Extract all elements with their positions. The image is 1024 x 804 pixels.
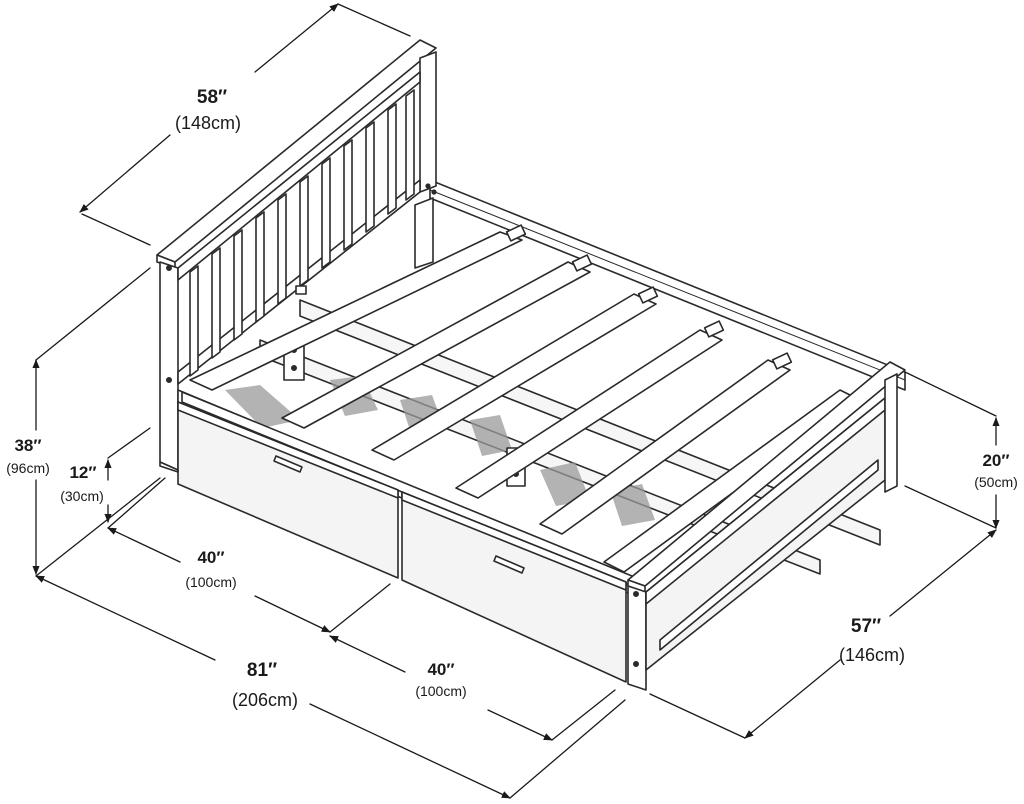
footboard [627, 361, 906, 691]
drawers [177, 401, 627, 683]
bed-frame [156, 39, 906, 691]
headboard [156, 39, 437, 471]
slat-3 [371, 293, 657, 461]
headboard-width-imperial: 58″ [196, 87, 228, 108]
footboard-height-imperial: 20″ [982, 451, 1010, 470]
slat-2 [281, 261, 591, 429]
footboard-height-metric: (50cm) [974, 474, 1018, 490]
overall-width-metric: (146cm) [838, 645, 906, 665]
slat-1 [189, 231, 523, 391]
overall-width-imperial: 57″ [850, 616, 882, 637]
drawer-right-width-metric: (100cm) [415, 683, 467, 699]
drawer-right [401, 491, 627, 683]
drawer-left-handle [273, 455, 303, 473]
drawer-right-handle [493, 555, 525, 574]
headboard-spindles [189, 89, 415, 377]
drawer-right-width-imperial: 40″ [427, 660, 455, 679]
headboard-height-metric: (96cm) [6, 460, 50, 476]
bed-slats [189, 224, 861, 573]
slat-5 [539, 359, 791, 535]
headboard-height-imperial: 38″ [14, 436, 42, 455]
slat-4 [455, 329, 723, 499]
drawer-left-width-imperial: 40″ [197, 548, 225, 567]
dimension-lines [32, 3, 1000, 799]
headboard-near-leg [159, 461, 179, 473]
headboard-far-leg [414, 197, 434, 269]
headboard-width-metric: (148cm) [174, 113, 242, 133]
drawer-height-metric: (30cm) [60, 488, 104, 504]
drawer-height-imperial: 12″ [69, 463, 97, 482]
overall-length-metric: (206cm) [231, 690, 299, 710]
overall-length-imperial: 81″ [246, 660, 278, 681]
drawer-left-width-metric: (100cm) [185, 574, 237, 590]
